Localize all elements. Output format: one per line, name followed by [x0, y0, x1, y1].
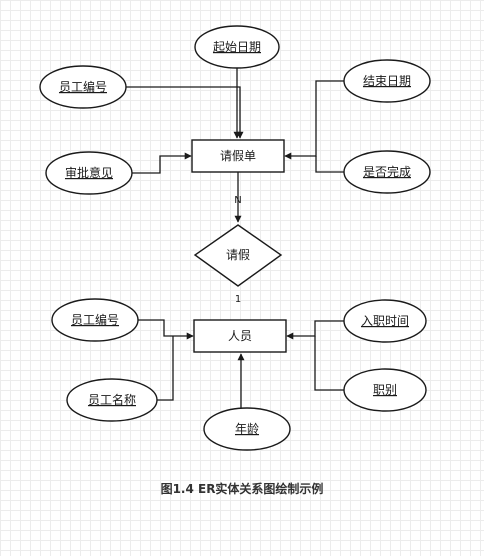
connector-completed [315, 156, 344, 173]
attr-hire-date [343, 299, 427, 343]
attr-end-date-label: 结束日期 [363, 74, 411, 88]
attr-completed-label: 是否完成 [363, 164, 411, 179]
cardinality-1: 1 [235, 294, 241, 305]
attr-employee-id-1-label: 员工编号 [59, 79, 107, 94]
connector-end-date [284, 80, 344, 160]
entity-person-label: 人员 [228, 329, 252, 343]
relationship-label: 请假 [226, 248, 250, 262]
figure-caption: 图1.4 ER实体关系图绘制示例 [160, 482, 324, 496]
entity-leave-form [191, 139, 285, 173]
connector-position [314, 336, 345, 391]
attr-employee-id-1 [39, 65, 127, 109]
connector-hire-date [286, 320, 345, 340]
attr-age-label: 年龄 [235, 422, 259, 436]
attr-employee-name-label: 员工名称 [88, 392, 136, 407]
cardinality-n: N [234, 195, 241, 206]
attr-start-date-label: 起始日期 [213, 40, 261, 54]
connector-employee-name [157, 336, 174, 401]
connector-employee-id-1 [126, 86, 244, 139]
connector-approval [131, 152, 192, 174]
attr-employee-name [66, 378, 158, 422]
attr-start-date [194, 25, 280, 69]
attr-end-date [343, 59, 431, 103]
attr-position [343, 368, 427, 412]
attr-approval-label: 审批意见 [65, 165, 113, 180]
attr-position-label: 职别 [373, 383, 397, 397]
entity-leave-form-label: 请假单 [220, 149, 256, 163]
attr-age [203, 407, 291, 451]
attr-approval [45, 151, 133, 195]
attr-employee-id-2-label: 员工编号 [71, 312, 119, 327]
connector-employee-id-2 [138, 319, 194, 340]
entity-person [193, 319, 287, 353]
attr-hire-date-label: 入职时间 [361, 314, 409, 328]
attr-completed [343, 150, 431, 194]
relationship-diamond [193, 224, 283, 287]
attr-employee-id-2 [51, 298, 139, 342]
